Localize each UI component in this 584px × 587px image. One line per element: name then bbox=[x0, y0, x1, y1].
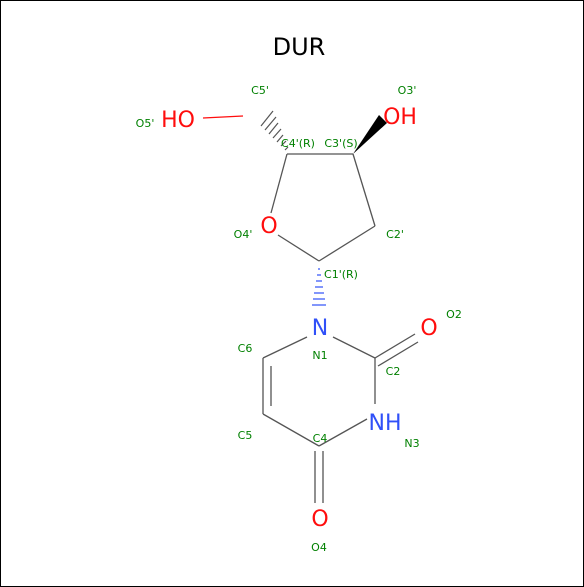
bond-c2-o2-double bbox=[377, 341, 419, 367]
atom-name-o5p: O5' bbox=[136, 117, 155, 130]
atom-symbols: HO OH O N O NH O bbox=[161, 105, 438, 532]
bond-c1p-c2p bbox=[318, 225, 376, 262]
atom-names: C5' O5' O3' C4'(R) C3'(S) O4' C2' C1'(R)… bbox=[136, 84, 462, 554]
atom-name-c2: C2 bbox=[386, 365, 401, 378]
atom-name-c3p: C3'(S) bbox=[324, 137, 357, 150]
atom-o3-symbol: OH bbox=[383, 105, 417, 130]
atom-name-o3p: O3' bbox=[398, 84, 417, 97]
atom-name-c5: C5 bbox=[238, 429, 253, 442]
wedge-bond-c3p-o3p bbox=[353, 115, 387, 154]
bond-c2p-c3p bbox=[352, 153, 376, 227]
atom-name-c4: C4 bbox=[313, 432, 328, 445]
atom-name-o4: O4 bbox=[311, 541, 327, 554]
atom-name-n3: N3 bbox=[404, 437, 419, 450]
atom-o2-symbol: O bbox=[420, 316, 437, 341]
bond-o4p-c1p bbox=[277, 234, 320, 262]
bond-c5-c4 bbox=[262, 413, 320, 447]
atom-name-n1: N1 bbox=[312, 349, 327, 362]
atom-name-c2p: C2' bbox=[386, 228, 404, 241]
bond-c4-n3 bbox=[318, 418, 368, 447]
atom-name-o2: O2 bbox=[446, 308, 462, 321]
hashed-bond-c1p-n1 bbox=[312, 268, 326, 306]
atom-name-c5p: C5' bbox=[251, 84, 269, 97]
bond-n1-c6 bbox=[262, 336, 308, 359]
bond-group bbox=[202, 110, 419, 503]
bond-c2-n1 bbox=[332, 336, 376, 359]
atom-name-o4p: O4' bbox=[234, 228, 253, 241]
bond-c2-o2 bbox=[374, 333, 416, 359]
atom-o5-symbol: HO bbox=[161, 108, 195, 133]
atom-name-c6: C6 bbox=[238, 342, 253, 355]
atom-o4-symbol: O bbox=[311, 507, 328, 532]
atom-o4p-symbol: O bbox=[260, 214, 277, 239]
molecule-title: DUR bbox=[273, 33, 326, 61]
bond-o5-c5p bbox=[202, 115, 244, 119]
atom-name-c4p: C4'(R) bbox=[281, 137, 315, 150]
atom-n1-symbol: N bbox=[312, 316, 328, 341]
bond-c4p-o4p bbox=[270, 153, 288, 214]
atom-name-c1p: C1'(R) bbox=[324, 268, 358, 281]
hashed-bond-c4p-c5p bbox=[260, 110, 289, 151]
atom-n3-symbol: NH bbox=[369, 411, 402, 436]
